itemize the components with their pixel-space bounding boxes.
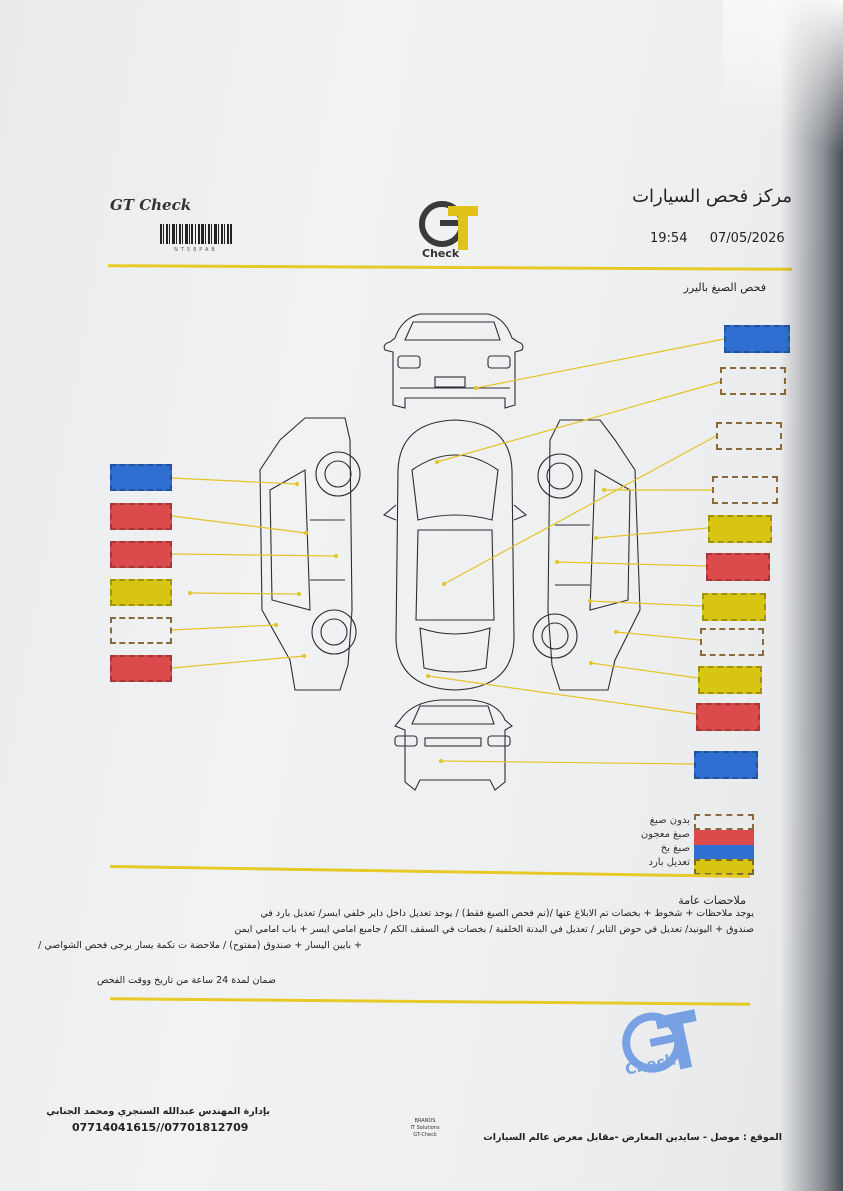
note-line-3: + بايين اليسار + صندوق (مفتوح) / ملاحضة … — [38, 940, 362, 951]
right-panel-swatch — [694, 751, 758, 779]
brand-name: GT Check — [110, 196, 191, 214]
footer-center-block: BRANDS IT Solutions GT-Check — [405, 1118, 445, 1139]
legend-label-yellow: تعديل بارد — [648, 857, 690, 868]
front-view — [383, 313, 524, 409]
left-panel-swatch — [110, 503, 172, 530]
right-side-view — [532, 419, 641, 691]
warranty-text: ضمان لمدة 24 ساعة من تاريخ ووقت الفحص — [96, 975, 276, 986]
logo-graphic — [419, 201, 478, 250]
report-time: 19:54 — [650, 231, 688, 246]
left-panel-swatch — [110, 655, 172, 682]
right-panel-swatch — [712, 476, 778, 504]
legend-label-none: بدون صبغ — [649, 815, 690, 826]
left-side-view — [259, 417, 361, 691]
barcode: NT58PAB — [160, 224, 232, 253]
left-panel-swatch — [110, 541, 172, 568]
right-panel-swatch — [698, 666, 762, 694]
right-panel-swatch — [720, 367, 786, 395]
barcode-text: NT58PAB — [174, 247, 218, 253]
header-divider — [107, 264, 793, 271]
right-panel-swatch — [700, 628, 764, 656]
right-panel-swatch — [706, 553, 770, 581]
right-panel-swatch — [708, 515, 772, 543]
right-panel-swatch — [696, 703, 760, 731]
barcode-graphic — [160, 224, 232, 244]
top-view — [382, 419, 528, 691]
note-line-2: صندوق + اليونيد/ تعديل في حوض التاير / ت… — [234, 924, 754, 935]
leader-lines — [171, 338, 725, 765]
note-line-1: يوجد ملاحظات + شخوط + بخصات تم الابلاغ ع… — [260, 908, 754, 919]
legend-swatch-red — [694, 830, 754, 846]
footer-center-line-3: GT-Check — [413, 1132, 437, 1138]
rear-view — [394, 699, 513, 791]
contact-phones: 07714041615//07701812709 — [72, 1121, 249, 1134]
gt-check-logo: Check — [414, 192, 484, 262]
location-text: الموقع : موصل - سايدين المعارض -مقابل مع… — [483, 1132, 782, 1143]
legend-swatch-yellow — [694, 859, 754, 875]
right-panel-swatch — [702, 593, 766, 621]
gt-check-stamp: Check — [607, 991, 724, 1100]
report-date: 07/05/2026 — [709, 231, 785, 246]
left-panel-swatch — [110, 464, 172, 491]
notes-title: ملاحضات عامة — [678, 894, 746, 907]
footer-center-line-2: IT Solutions — [410, 1125, 440, 1131]
stamp-graphic — [622, 1009, 697, 1073]
legend-swatch-none — [694, 814, 754, 830]
report-datetime: 19:54 07/05/2026 — [650, 231, 800, 246]
management-names: بإدارة المهندس عبدالله السنجري ومحمد الج… — [46, 1106, 270, 1117]
center-title: مركز فحص السيارات — [632, 186, 792, 207]
footer-center-line-1: BRANDS — [414, 1118, 436, 1124]
legend-swatch-blue — [694, 845, 754, 859]
brand-text: GT Check — [110, 196, 192, 214]
car-diagram — [171, 313, 725, 791]
legend-label-blue: صبغ بخ — [660, 843, 690, 854]
page-edge-shadow — [780, 0, 843, 1191]
right-panel-swatch — [716, 422, 782, 450]
section-title: فحص الصبغ باليرر — [683, 281, 766, 294]
leader-dots — [188, 386, 618, 763]
left-panel-swatch — [110, 617, 172, 644]
paper-corner-highlight — [723, 0, 843, 180]
legend-label-red: صبغ معجون — [640, 829, 690, 840]
left-panel-swatch — [110, 579, 172, 606]
logo-word: Check — [422, 247, 460, 260]
